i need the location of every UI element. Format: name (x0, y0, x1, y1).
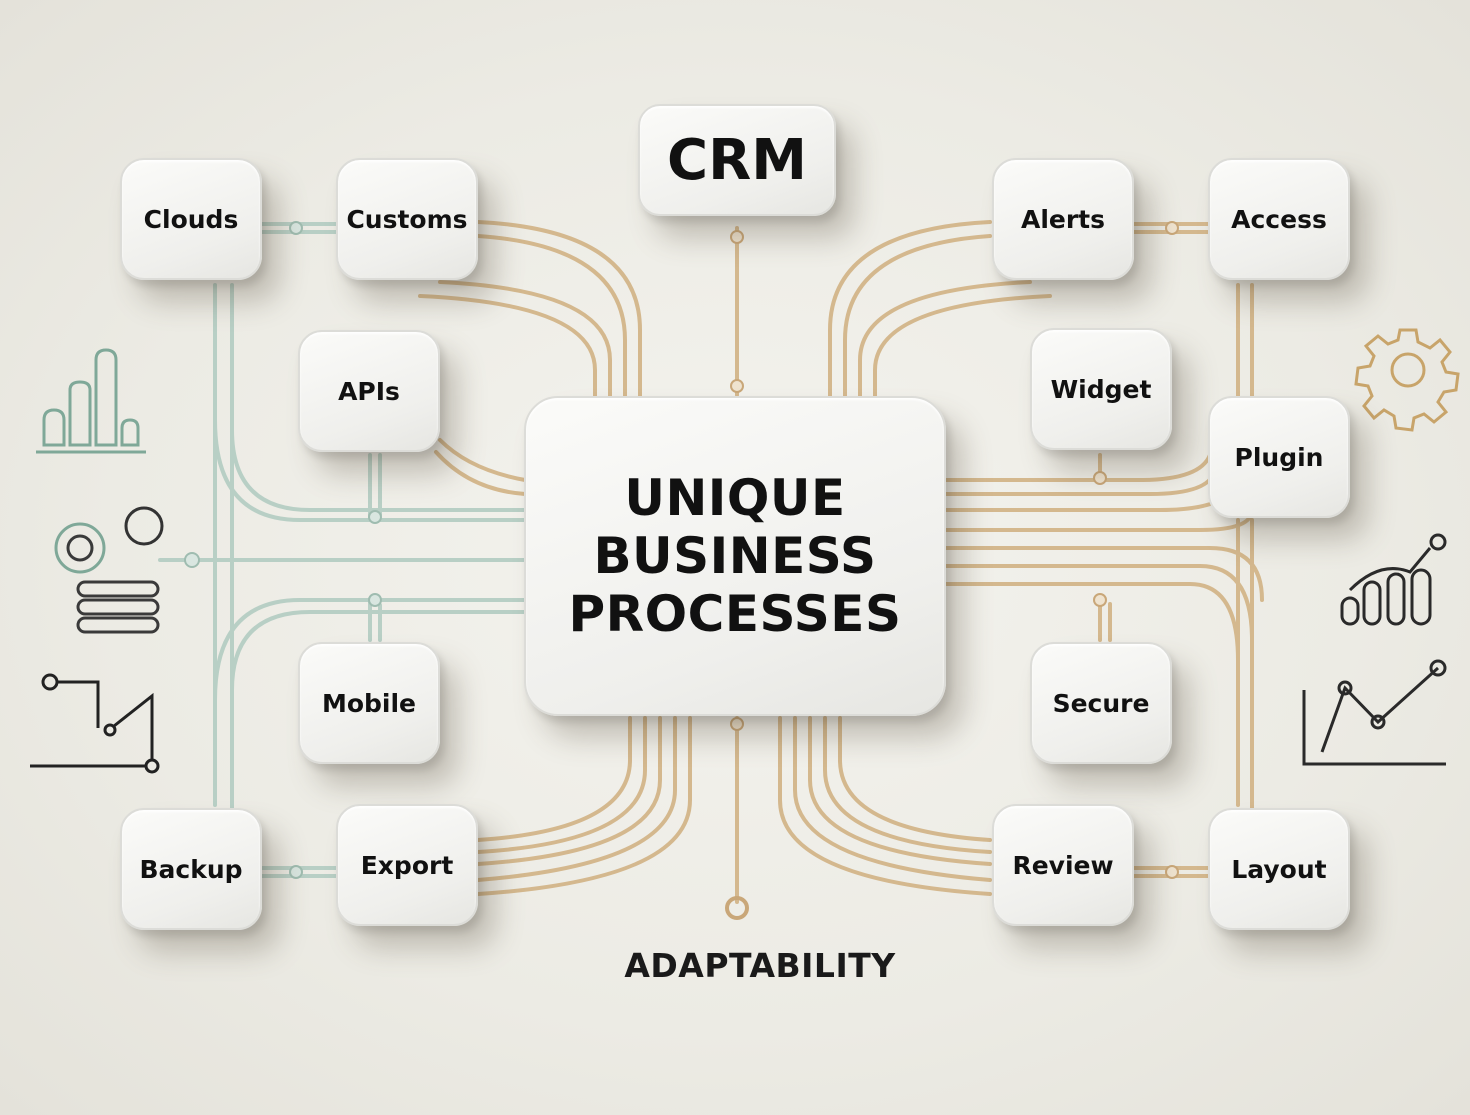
center-line-3: PROCESSES (568, 585, 902, 643)
adaptability-caption: ADAPTABILITY (624, 946, 896, 985)
gears-and-stack-icon (54, 506, 164, 634)
widget-label: Widget (1050, 374, 1152, 404)
bottle-bar-chart-icon (36, 348, 146, 454)
export-node[interactable]: Export (336, 804, 478, 926)
unique-business-processes-node[interactable]: UNIQUE BUSINESS PROCESSES (524, 396, 946, 716)
layout-label: Layout (1231, 854, 1327, 884)
clouds-node[interactable]: Clouds (120, 158, 262, 280)
apis-node[interactable]: APIs (298, 330, 440, 452)
center-line-1: UNIQUE (624, 469, 846, 527)
backup-label: Backup (139, 854, 243, 884)
layout-node[interactable]: Layout (1208, 808, 1350, 930)
secure-node[interactable]: Secure (1030, 642, 1172, 764)
widget-node[interactable]: Widget (1030, 328, 1172, 450)
rising-line-chart-icon (1302, 659, 1447, 766)
clouds-label: Clouds (143, 204, 239, 234)
apis-label: APIs (338, 376, 400, 406)
access-label: Access (1231, 204, 1327, 234)
center-line-2: BUSINESS (593, 527, 877, 585)
customs-label: Customs (346, 204, 468, 234)
customs-node[interactable]: Customs (336, 158, 478, 280)
mobile-node[interactable]: Mobile (298, 642, 440, 764)
secure-label: Secure (1052, 688, 1150, 718)
crm-label: CRM (667, 127, 807, 193)
crm-node[interactable]: CRM (638, 104, 836, 216)
review-label: Review (1012, 850, 1114, 880)
review-node[interactable]: Review (992, 804, 1134, 926)
rising-bar-chart-icon (1340, 533, 1447, 626)
mobile-label: Mobile (321, 688, 417, 718)
gear-icon (1354, 328, 1460, 432)
plugin-label: Plugin (1234, 442, 1324, 472)
step-line-chart-icon (30, 673, 160, 774)
plugin-node[interactable]: Plugin (1208, 396, 1350, 518)
backup-node[interactable]: Backup (120, 808, 262, 930)
access-node[interactable]: Access (1208, 158, 1350, 280)
alerts-node[interactable]: Alerts (992, 158, 1134, 280)
export-label: Export (360, 850, 454, 880)
alerts-label: Alerts (1020, 204, 1106, 234)
